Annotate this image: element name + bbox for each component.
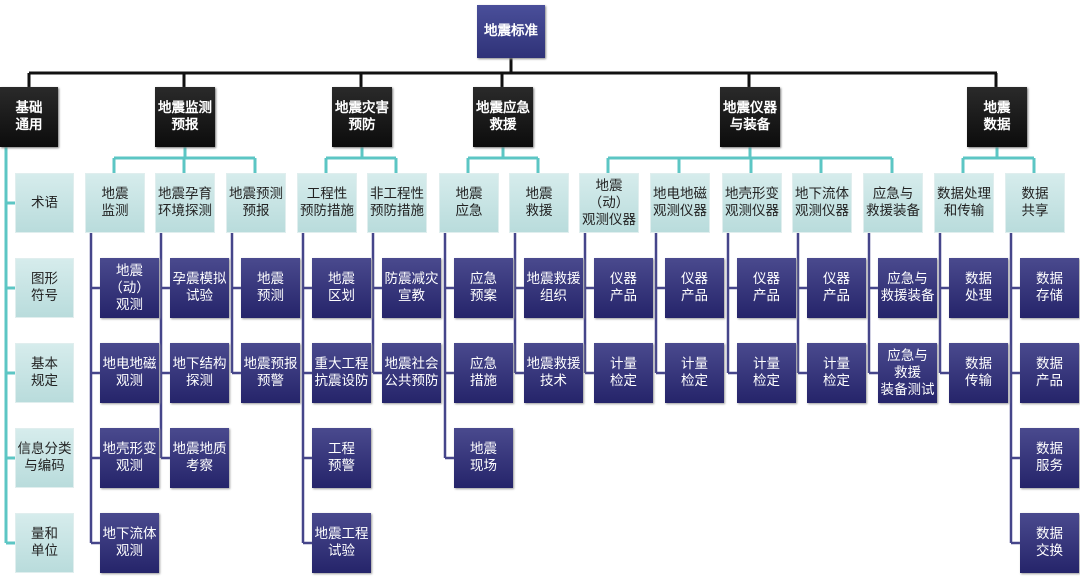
subcategory-node: 地震（动） 观测仪器 — [579, 173, 639, 233]
leaf-node: 地震（动） 观测 — [100, 258, 159, 318]
category-node: 地震 数据 — [967, 87, 1027, 147]
leaf-node: 数据 服务 — [1020, 428, 1079, 488]
leaf-node: 重大工程 抗震设防 — [312, 343, 371, 403]
subcategory-node: 基本 规定 — [15, 343, 74, 403]
subcategory-node: 地震预测 预报 — [226, 173, 286, 233]
subcategory-node: 非工程性 预防措施 — [367, 173, 427, 233]
leaf-node: 数据 处理 — [949, 258, 1008, 318]
subcategory-node: 工程性 预防措施 — [297, 173, 357, 233]
leaf-node: 地下流体 观测 — [100, 513, 159, 573]
leaf-node: 地震工程 试验 — [312, 513, 371, 573]
subcategory-node: 地下流体 观测仪器 — [792, 173, 852, 233]
leaf-node: 应急与 救援 装备测试 — [878, 343, 937, 403]
leaf-node: 仪器 产品 — [807, 258, 866, 318]
leaf-node: 数据 交换 — [1020, 513, 1079, 573]
category-node: 地震监测 预报 — [155, 87, 215, 147]
leaf-node: 应急 措施 — [454, 343, 513, 403]
subcategory-node: 地震 救援 — [509, 173, 569, 233]
subcategory-node: 信息分类 与编码 — [15, 428, 74, 488]
leaf-node: 地震 预测 — [241, 258, 300, 318]
leaf-node: 计量 检定 — [737, 343, 796, 403]
leaf-node: 数据 产品 — [1020, 343, 1079, 403]
subcategory-node: 术语 — [15, 173, 74, 233]
leaf-node: 应急与 救援装备 — [878, 258, 937, 318]
leaf-node: 工程 预警 — [312, 428, 371, 488]
subcategory-node: 量和 单位 — [15, 513, 74, 573]
leaf-node: 仪器 产品 — [665, 258, 724, 318]
subcategory-node: 地壳形变 观测仪器 — [722, 173, 782, 233]
subcategory-node: 图形 符号 — [15, 258, 74, 318]
subcategory-node: 地震 应急 — [439, 173, 499, 233]
leaf-node: 地震 现场 — [454, 428, 513, 488]
leaf-node: 防震减灾 宣教 — [382, 258, 441, 318]
category-node: 地震仪器 与装备 — [720, 87, 780, 147]
category-node: 地震应急 救援 — [473, 87, 533, 147]
leaf-node: 计量 检定 — [807, 343, 866, 403]
leaf-node: 地震救援 组织 — [524, 258, 583, 318]
leaf-node: 地壳形变 观测 — [100, 428, 159, 488]
subcategory-node: 地震 监测 — [85, 173, 145, 233]
leaf-node: 计量 检定 — [594, 343, 653, 403]
leaf-node: 计量 检定 — [665, 343, 724, 403]
subcategory-node: 应急与 救援装备 — [863, 173, 923, 233]
category-node: 地震灾害 预防 — [332, 87, 392, 147]
leaf-node: 数据 存储 — [1020, 258, 1079, 318]
leaf-node: 地震救援 技术 — [524, 343, 583, 403]
leaf-node: 地下结构 探测 — [170, 343, 229, 403]
leaf-node: 应急 预案 — [454, 258, 513, 318]
leaf-node: 仪器 产品 — [594, 258, 653, 318]
leaf-node: 地电地磁 观测 — [100, 343, 159, 403]
leaf-node: 地震 区划 — [312, 258, 371, 318]
leaf-node: 地震地质 考察 — [170, 428, 229, 488]
leaf-node: 地震预报 预警 — [241, 343, 300, 403]
leaf-node: 地震社会 公共预防 — [382, 343, 441, 403]
leaf-node: 仪器 产品 — [737, 258, 796, 318]
subcategory-node: 数据处理 和传输 — [934, 173, 994, 233]
subcategory-node: 地震孕育 环境探测 — [155, 173, 215, 233]
root-node: 地震标准 — [477, 5, 545, 58]
subcategory-node: 地电地磁 观测仪器 — [650, 173, 710, 233]
leaf-node: 数据 传输 — [949, 343, 1008, 403]
leaf-node: 孕震模拟 试验 — [170, 258, 229, 318]
category-node: 基础 通用 — [0, 87, 58, 147]
subcategory-node: 数据 共享 — [1005, 173, 1065, 233]
